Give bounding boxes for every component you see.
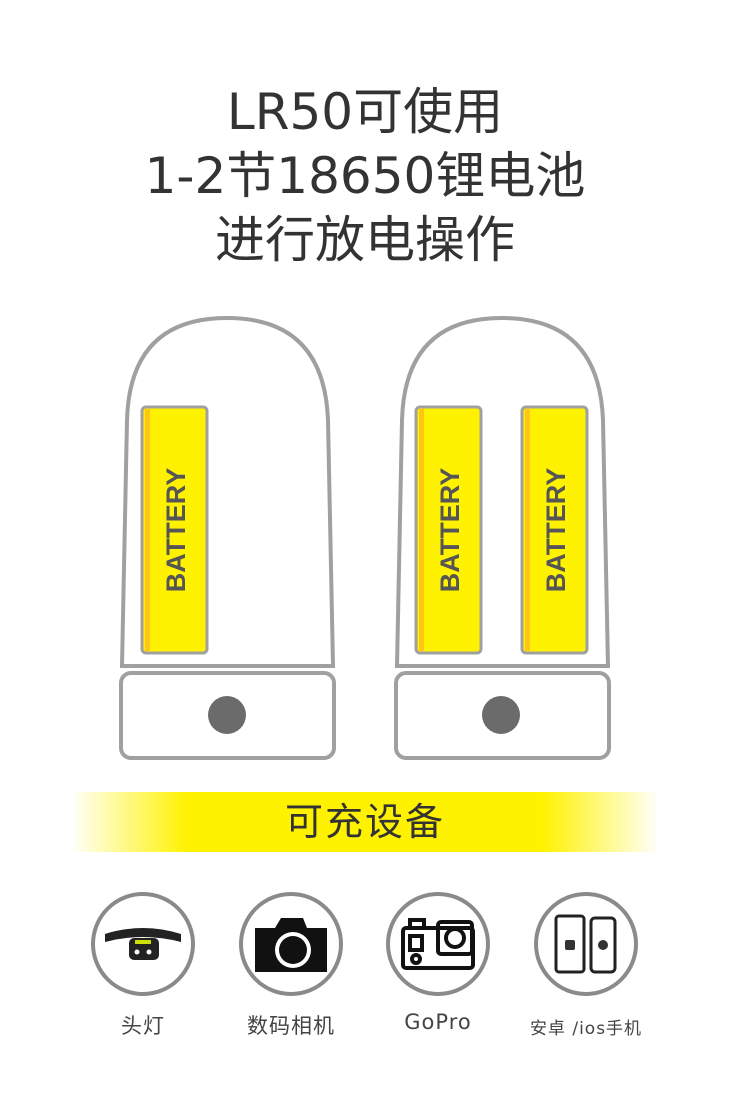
battery-icon	[414, 405, 483, 655]
title-line-2: 1-2节18650锂电池	[144, 147, 586, 205]
title-line-3: 进行放电操作	[215, 211, 515, 269]
device-camera: 数码相机	[216, 892, 366, 1040]
headlamp-icon	[91, 892, 195, 996]
power-button-icon	[482, 696, 520, 734]
camera-icon	[239, 892, 343, 996]
device-phone: 安卓 /ios手机	[511, 892, 661, 1039]
battery-label: BATTERY	[161, 468, 191, 593]
battery-label: BATTERY	[541, 468, 571, 593]
banner-text: 可充设备	[284, 800, 445, 844]
lamp-two-batteries: BATTERY BATTERY	[394, 315, 611, 760]
battery-icon	[140, 405, 209, 655]
title-line-1: LR50可使用	[226, 83, 504, 141]
device-label: 安卓 /ios手机	[529, 1019, 643, 1039]
chargeable-devices-banner: 可充设备	[70, 792, 660, 852]
device-label: 数码相机	[247, 1014, 335, 1038]
device-label: GoPro	[404, 1010, 472, 1034]
device-headlamp: 头灯	[68, 892, 218, 1040]
lamp-illustrations: BATTERY BATTERY BATTERY	[119, 315, 611, 760]
gopro-icon	[386, 892, 490, 996]
smartphone-icon	[534, 892, 638, 996]
battery-icon	[520, 405, 589, 655]
device-gopro: GoPro	[363, 892, 513, 1034]
lamp-one-battery: BATTERY	[119, 315, 336, 760]
power-button-icon	[208, 696, 246, 734]
battery-label: BATTERY	[435, 468, 465, 593]
device-label: 头灯	[121, 1014, 165, 1038]
